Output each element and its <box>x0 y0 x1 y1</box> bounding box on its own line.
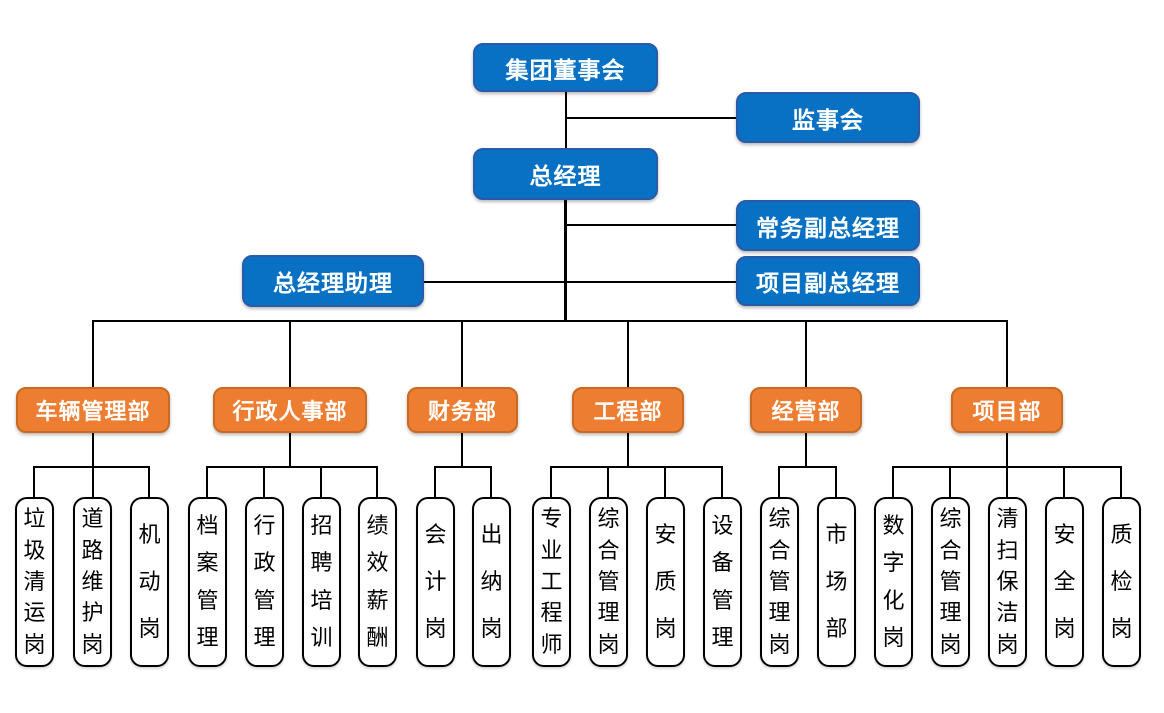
connector-line <box>461 320 463 387</box>
connector-line <box>607 466 609 497</box>
node-pos-road-maintenance: 道路维护岗 <box>73 497 112 667</box>
connector-line <box>551 466 723 468</box>
connector-line <box>92 433 94 467</box>
connector-line <box>207 466 378 468</box>
node-pos-professional-engineer: 专业工程师 <box>532 497 571 667</box>
connector-line <box>33 466 35 497</box>
node-dept-vehicle: 车辆管理部 <box>16 387 170 433</box>
connector-line <box>1006 466 1008 497</box>
connector-line <box>461 433 463 467</box>
node-pos-equipment-mgmt: 设备管理 <box>703 497 742 667</box>
node-pos-cashier: 出纳岗 <box>472 497 511 667</box>
connector-line <box>835 466 837 497</box>
node-pos-market-dept: 市场部 <box>817 497 856 667</box>
connector-line <box>564 200 567 321</box>
connector-line <box>565 92 567 148</box>
connector-line <box>434 466 492 468</box>
node-gm-assistant: 总经理助理 <box>242 255 424 307</box>
connector-line <box>92 320 1008 322</box>
connector-line <box>148 466 150 497</box>
connector-line <box>1006 433 1008 467</box>
connector-line <box>627 433 629 467</box>
node-pos-digitalization: 数字化岗 <box>874 497 913 667</box>
connector-line <box>721 466 723 497</box>
connector-line <box>779 466 837 468</box>
connector-line <box>949 466 951 497</box>
node-dept-project: 项目部 <box>951 387 1063 433</box>
connector-line <box>289 433 291 467</box>
node-dept-engineering: 工程部 <box>572 387 684 433</box>
node-supervisory-board: 监事会 <box>736 92 920 143</box>
connector-line <box>892 466 894 497</box>
node-general-manager: 总经理 <box>473 148 658 200</box>
connector-line <box>566 224 736 226</box>
node-pos-sweeping-cleaning: 清扫保洁岗 <box>988 497 1027 667</box>
node-pos-garbage-removal: 垃圾清运岗 <box>15 497 54 667</box>
node-pos-general-mgmt-ops: 综合管理岗 <box>760 497 799 667</box>
node-pos-mobile: 机动岗 <box>130 497 169 667</box>
connector-line <box>424 281 565 283</box>
connector-line <box>92 320 94 387</box>
node-pos-accountant: 会计岗 <box>416 497 455 667</box>
node-board: 集团董事会 <box>473 43 658 92</box>
node-dept-operations: 经营部 <box>750 387 862 433</box>
connector-line <box>490 466 492 497</box>
connector-line <box>566 117 736 119</box>
connector-line <box>778 466 780 497</box>
connector-line <box>664 466 666 497</box>
node-pos-safety-quality: 安质岗 <box>646 497 685 667</box>
connector-line <box>566 281 736 283</box>
connector-line <box>376 466 378 497</box>
connector-line <box>1120 466 1122 497</box>
connector-line <box>627 320 629 387</box>
node-project-deputy-gm: 项目副总经理 <box>736 256 920 306</box>
connector-line <box>550 466 552 497</box>
connector-line <box>289 320 291 387</box>
connector-line <box>320 466 322 497</box>
node-pos-quality-inspection: 质检岗 <box>1102 497 1141 667</box>
connector-line <box>434 466 436 497</box>
node-pos-recruit-training: 招聘培训 <box>302 497 341 667</box>
node-dept-hr-admin: 行政人事部 <box>213 387 367 433</box>
node-dept-finance: 财务部 <box>407 387 518 433</box>
connector-line <box>805 320 807 387</box>
node-pos-general-mgmt-eng: 综合管理岗 <box>589 497 628 667</box>
connector-line <box>263 466 265 497</box>
node-pos-safety: 安全岗 <box>1045 497 1084 667</box>
connector-line <box>206 466 208 497</box>
connector-line <box>1006 320 1008 387</box>
connector-line <box>1063 466 1065 497</box>
node-pos-archives: 档案管理 <box>188 497 227 667</box>
node-pos-general-mgmt-proj: 综合管理岗 <box>931 497 970 667</box>
node-pos-admin-mgmt: 行政管理 <box>245 497 284 667</box>
node-executive-deputy-gm: 常务副总经理 <box>736 200 920 251</box>
connector-line <box>92 466 94 497</box>
node-pos-performance-pay: 绩效薪酬 <box>358 497 397 667</box>
connector-line <box>805 433 807 467</box>
